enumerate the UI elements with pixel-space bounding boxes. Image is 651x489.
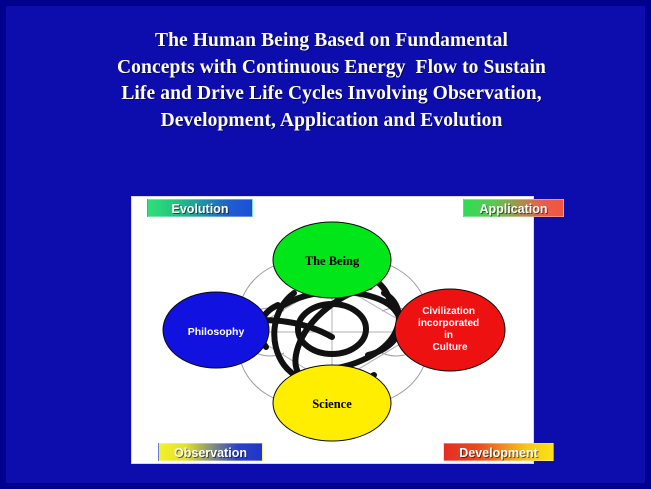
banner-evolution[interactable]: Evolution — [147, 199, 253, 217]
title-line-4: Development, Application and Evolution — [160, 109, 503, 131]
atom-orbit-4 — [325, 290, 402, 372]
title-line-3: Life and Drive Life Cycles Involving Obs… — [121, 83, 542, 104]
node-the-being-label: The Being — [305, 254, 360, 268]
node-the-being[interactable]: The Being — [272, 221, 392, 299]
banner-development[interactable]: Development — [443, 443, 554, 461]
title-line-2: Concepts with Continuous Energy Flow to … — [117, 56, 546, 78]
node-civilization[interactable]: Civilization incorporated in Culture — [394, 288, 506, 372]
node-civilization-label: Civilization incorporated in Culture — [418, 306, 482, 353]
node-philosophy-shape[interactable] — [162, 291, 270, 369]
node-philosophy[interactable]: Philosophy — [162, 291, 270, 369]
node-the-being-shape[interactable] — [272, 221, 392, 299]
banner-observation[interactable]: Observation — [158, 443, 263, 461]
diagram-panel: The Being Civilization incorporated in C… — [132, 197, 533, 463]
page-title: The Human Being Based on Fundamental Con… — [34, 28, 629, 134]
title-line-1: The Human Being Based on Fundamental — [154, 30, 509, 51]
concept-diagram: The Being Civilization incorporated in C… — [162, 221, 506, 442]
node-science-shape[interactable] — [272, 364, 392, 442]
node-science-label: Science — [312, 397, 352, 411]
node-philosophy-label: Philosophy — [188, 326, 245, 338]
slide-background: The Human Being Based on Fundamental Con… — [6, 6, 645, 483]
node-civilization-shape[interactable] — [394, 288, 506, 372]
banner-application[interactable]: Application — [463, 199, 564, 217]
node-science[interactable]: Science — [272, 364, 392, 442]
